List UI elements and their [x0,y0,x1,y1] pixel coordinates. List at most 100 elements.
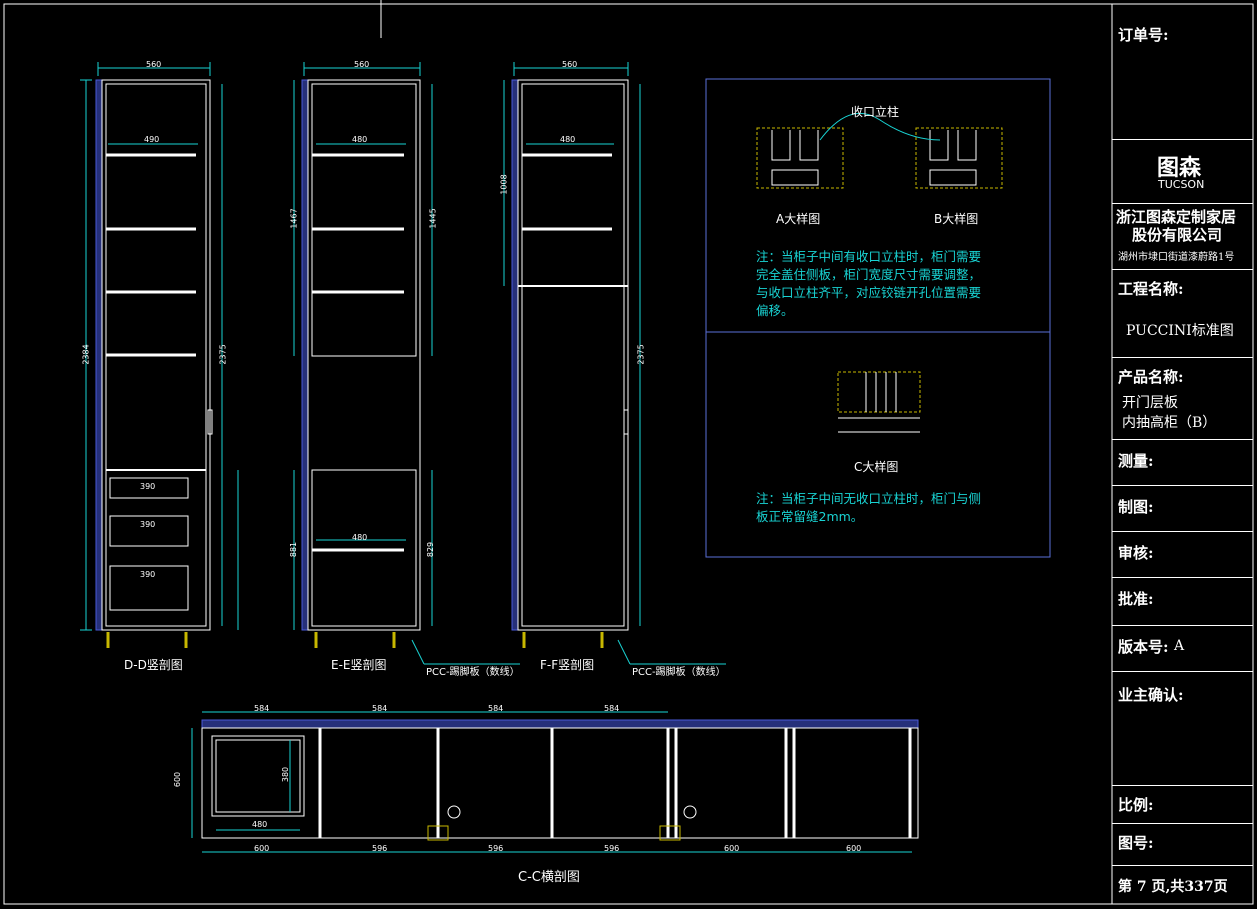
dd-drawer-3 [109,565,189,611]
owner-cell: 业主确认: [1112,672,1253,786]
dd-cabinet-outline [101,79,211,631]
ff-section [511,79,629,648]
cc-bot-2: 596 [372,844,388,853]
cc-bot-3: 596 [488,844,504,853]
note-with-column: 注：当柜子中间有收口立柱时，柜门需要 完全盖住侧板，柜门宽度尺寸需要调整， 与收… [756,248,981,320]
ff-inner-label: 2375 [636,344,646,365]
company-address: 湖州市埭口街道漆蔚路1号 [1118,252,1235,263]
cc-top-1: 584 [254,704,270,713]
page-info: 第 7 页,共337页 [1118,879,1228,895]
ee-caption: E-E竖剖图 [331,658,387,672]
ee-width-label: 560 [354,60,370,69]
ee-lower-door [311,469,417,627]
drawer-1-label: 390 [140,482,156,491]
measure-label: 测量: [1118,452,1154,470]
cc-bot-1: 600 [254,844,270,853]
project-value: PUCCINI标准图 [1126,323,1234,339]
product-cell: 产品名称: 开门层板 内抽高柜（B） [1112,358,1253,440]
product-value-line1: 开门层板 [1122,395,1178,411]
ee-shelf-label: 480 [352,135,368,144]
figure-cell: 图号: [1112,824,1253,866]
figure-label: 图号: [1118,834,1154,852]
cc-top-2: 584 [372,704,388,713]
version-label: 版本号: [1118,638,1169,656]
b-detail-caption: B大样图 [934,212,979,226]
dd-handle [207,409,213,435]
ee-upper-inner-label: 1445 [428,208,438,229]
cc-inner-h: 380 [281,766,291,783]
cc-caption: C-C横剖图 [518,870,580,885]
detail-frame [705,78,1051,558]
review-label: 审核: [1118,544,1154,562]
dd-caption: D-D竖剖图 [124,658,183,672]
order-cell: 订单号: [1112,4,1253,140]
dd-shelf-label: 490 [144,135,160,144]
version-cell: 版本号: A [1112,626,1253,672]
pcc-label-2: PCC-踢脚板（数线） [632,667,726,678]
c-detail-caption: C大样图 [854,460,899,474]
drawing-border [3,3,1254,905]
note2-line2: 板正常留缝2mm。 [756,509,864,524]
dd-width-label: 560 [146,60,162,69]
a-detail-caption: A大样图 [776,212,821,226]
cc-section [201,719,919,841]
ff-handle [623,409,629,435]
brand-cell: 图森 TUCSON [1112,140,1253,204]
cc-bot-4: 596 [604,844,620,853]
ff-width-label: 560 [562,60,578,69]
dd-section [95,79,213,648]
product-label: 产品名称: [1118,368,1184,386]
ff-cabinet-inner [521,83,625,627]
company-cell: 浙江图森定制家居 股份有限公司 湖州市埭口街道漆蔚路1号 [1112,204,1253,270]
project-label: 工程名称: [1118,280,1184,298]
pcc-label-1: PCC-踢脚板（数线） [426,667,520,678]
column-label: 收口立柱 [851,105,900,119]
owner-label: 业主确认: [1118,686,1184,704]
ff-cabinet-outline [517,79,629,631]
approve-label: 批准: [1118,590,1154,608]
order-label: 订单号: [1118,26,1169,44]
note1-line1: 注：当柜子中间有收口立柱时，柜门需要 [756,249,982,264]
company-line2: 股份有限公司 [1132,226,1223,244]
ff-dimensions [503,62,641,626]
cc-top-4: 584 [604,704,620,713]
version-value: A [1174,638,1185,654]
drawing-label: 制图: [1118,498,1154,516]
measure-cell: 测量: [1112,440,1253,486]
cc-bot-6: 600 [846,844,862,853]
title-block: 订单号: 图森 TUCSON 浙江图森定制家居 股份有限公司 湖州市埭口街道漆蔚… [1112,4,1253,904]
ee-upper-label: 1467 [289,208,299,229]
dd-drawer-1 [109,477,189,499]
dd-drawer-2 [109,515,189,547]
note1-line3: 与收口立柱齐平，对应铰链开孔位置需要 [756,285,982,300]
cc-top-3: 584 [488,704,504,713]
ff-caption: F-F竖剖图 [540,658,595,672]
note1-line2: 完全盖住侧板，柜门宽度尺寸需要调整， [756,267,982,282]
ff-upper-label: 1008 [499,174,509,195]
drawing-cell: 制图: [1112,486,1253,532]
ee-lower-label: 881 [289,541,299,558]
cc-bot-5: 600 [724,844,740,853]
product-value-line2: 内抽高柜（B） [1122,415,1217,431]
ee-upper-door [311,83,417,357]
scale-label: 比例: [1118,796,1154,814]
dd-side-hatch [95,79,103,631]
note2-line1: 注：当柜子中间无收口立柱时，柜门与侧 [756,491,982,506]
project-cell: 工程名称: PUCCINI标准图 [1112,270,1253,358]
ee-lower-inner-label: 829 [426,541,436,558]
cc-depth: 600 [173,771,183,788]
ee-lower-shelf-label: 480 [352,533,368,542]
drawer-3-label: 390 [140,570,156,579]
ee-section [301,79,421,648]
brand-en: TUCSON [1158,178,1205,191]
dd-inner-height-label: 2375 [218,344,228,365]
ee-cabinet-outline [307,79,421,631]
ee-dimensions [293,62,433,630]
company-line1: 浙江图森定制家居 [1116,208,1237,226]
brand-cn: 图森 [1157,155,1202,181]
cc-dimensions [191,711,912,853]
page-cell: 第 7 页,共337页 [1112,866,1253,904]
approve-cell: 批准: [1112,578,1253,626]
ee-side-hatch [301,79,309,631]
